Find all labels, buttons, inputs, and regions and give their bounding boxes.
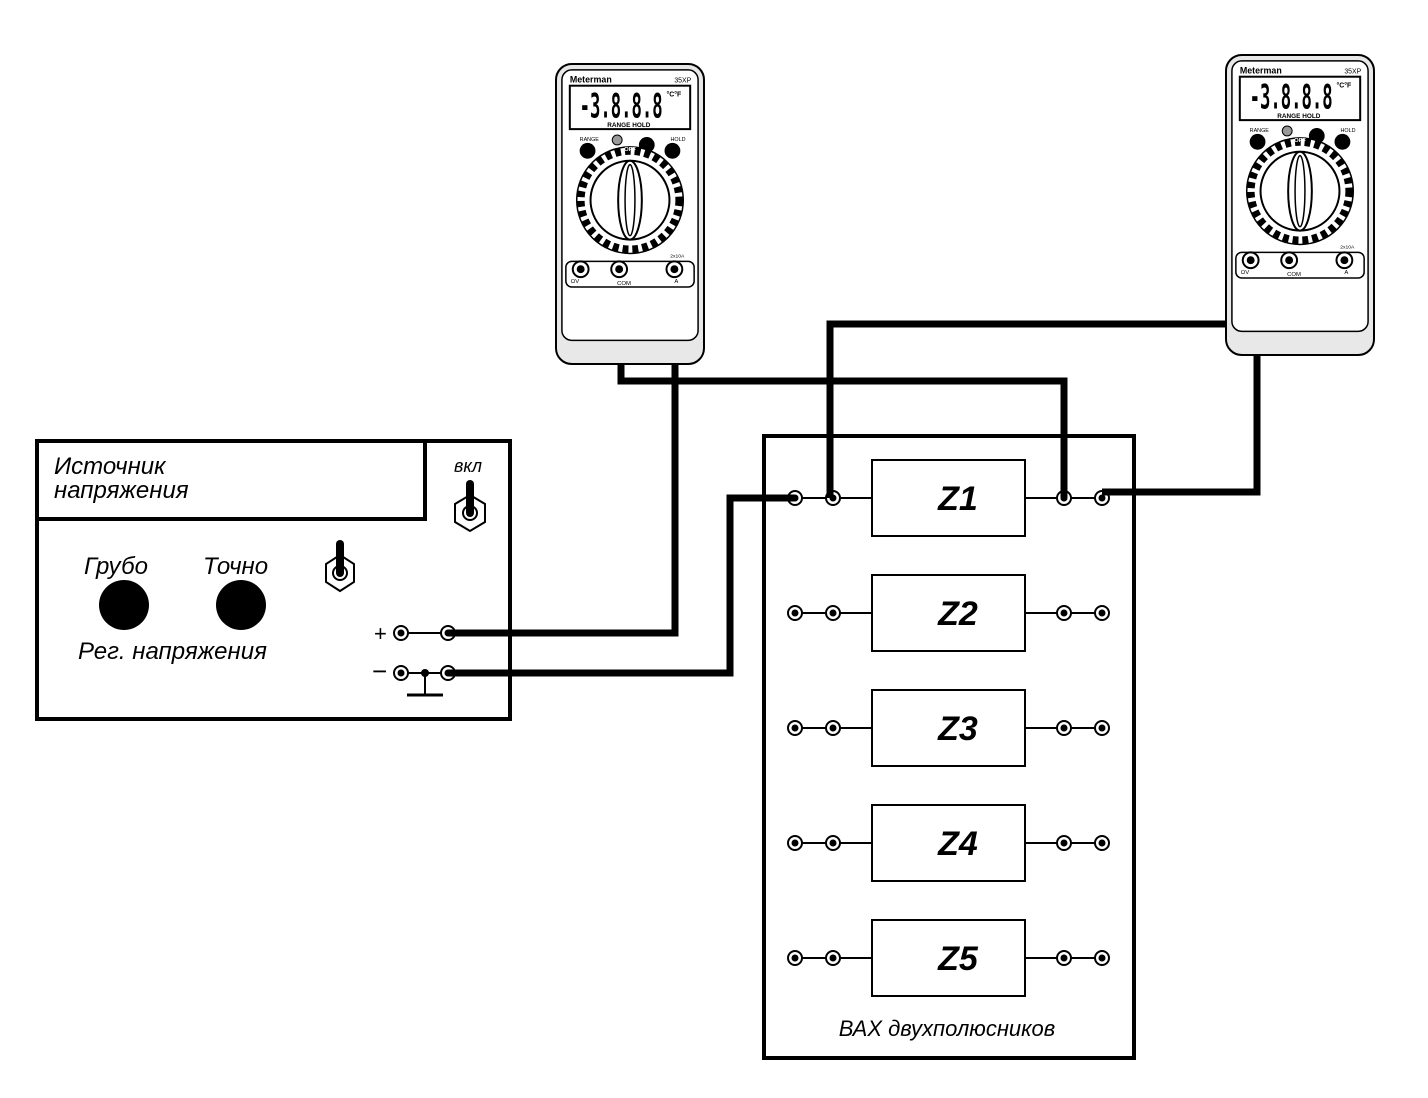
meter-lcd (1238, 75, 1362, 122)
hold-label: HOLD (670, 137, 685, 143)
meter-model: 35XP (1344, 69, 1361, 76)
knob-coarse-label: Грубо (84, 553, 148, 580)
source-title-line2: напряжения (54, 477, 189, 504)
element-box (871, 804, 1026, 882)
terminal-left-outer[interactable] (787, 950, 803, 966)
minus-sign: − (372, 656, 387, 686)
terminal-right-outer[interactable] (1094, 950, 1110, 966)
range-button[interactable] (1249, 133, 1266, 150)
port-com-label: COM (1287, 272, 1301, 278)
port-v-jack[interactable] (1241, 251, 1260, 270)
indicator-lamp (1281, 125, 1293, 137)
element-box (871, 574, 1026, 652)
meter-range-hold: RANGE HOLD (1277, 113, 1320, 120)
meter-range-hold: RANGE HOLD (607, 122, 650, 129)
element-row: Z5 (787, 919, 1110, 997)
terminal-left-inner[interactable] (825, 720, 841, 736)
terminal-right-inner[interactable] (1056, 720, 1072, 736)
dial-off-label: OFF (1294, 138, 1306, 144)
meter-display: -3.8.8.8 (580, 86, 663, 125)
element-box (871, 459, 1026, 537)
ground-icon (407, 673, 443, 697)
element-label: Z4 (937, 825, 978, 863)
meter-footer: 2x10A (670, 253, 685, 259)
element-label: Z1 (937, 480, 978, 518)
board-label: ВАХ двухполюсников (839, 1016, 1056, 1041)
terminal-left-inner[interactable] (825, 605, 841, 621)
port-a-jack[interactable] (665, 260, 684, 279)
terminal-right-inner[interactable] (1056, 605, 1072, 621)
meter-brand: Meterman (1240, 66, 1282, 76)
source-title-box (35, 439, 427, 521)
dial-off-label: OFF (624, 147, 636, 153)
plus-sign: + (374, 621, 387, 646)
range-button[interactable] (579, 142, 596, 159)
power-switch-icon[interactable] (454, 480, 486, 533)
meter-model: 35XP (674, 78, 691, 85)
range-label: RANGE (580, 137, 600, 143)
hold-button[interactable] (1334, 133, 1351, 150)
multimeter-right: Meterman 35XP -3.8.8.8 °C°F RANGE HOLD RANGE H… (1225, 54, 1375, 356)
element-row: Z2 (787, 574, 1110, 652)
port-v-label: ΩV (1241, 270, 1249, 276)
terminal-right-outer[interactable] (1094, 605, 1110, 621)
wire-plus-to-meter1-v (448, 287, 679, 637)
element-box (871, 919, 1026, 997)
port-com-label: COM (617, 281, 631, 287)
port-a-jack[interactable] (1335, 251, 1354, 270)
regulator-label: Рег. напряжения (78, 638, 267, 665)
multimeter-left: Meterman 35XP -3.8.8.8 °C°F RANGE HOLD RANGE H… (555, 63, 705, 365)
element-label: Z3 (937, 710, 978, 748)
knob-fine[interactable] (216, 580, 266, 630)
element-row: Z4 (787, 804, 1110, 882)
meter-display: -3.8.8.8 (1250, 77, 1333, 116)
terminal-right-outer[interactable] (1094, 720, 1110, 736)
meter-display-units: °C°F (1337, 82, 1352, 90)
meter-display-units: °C°F (667, 91, 682, 99)
terminal-left-outer[interactable] (787, 605, 803, 621)
terminal-left-outer[interactable] (787, 835, 803, 851)
port-v-label: ΩV (571, 279, 579, 285)
source-title-line1: Источник (54, 453, 167, 480)
knob-fine-label: Точно (203, 553, 268, 580)
port-a-label: A (674, 279, 678, 285)
terminal-right-inner[interactable] (1056, 835, 1072, 851)
plus-terminal[interactable] (393, 625, 456, 641)
terminal-right-outer[interactable] (1094, 835, 1110, 851)
meter-footer: 2x10A (1340, 244, 1355, 250)
terminal-right-inner[interactable] (1056, 950, 1072, 966)
hold-button[interactable] (664, 142, 681, 159)
element-label: Z2 (937, 595, 978, 633)
power-switch-label: вкл (454, 456, 482, 476)
port-v-jack[interactable] (571, 260, 590, 279)
element-label: Z5 (937, 940, 979, 978)
toggle-switch-icon[interactable] (325, 540, 355, 593)
meter-lcd (568, 84, 692, 131)
range-label: RANGE (1250, 128, 1270, 134)
voltage-source: Источник напряжения вкл Грубо Точно Рег.… (35, 439, 512, 721)
element-row: Z1 (787, 459, 1110, 537)
port-com-jack[interactable] (610, 260, 629, 279)
meter-brand: Meterman (570, 75, 612, 85)
knob-coarse[interactable] (99, 580, 149, 630)
port-a-label: A (1344, 270, 1348, 276)
element-row: Z3 (787, 689, 1110, 767)
port-com-jack[interactable] (1280, 251, 1299, 270)
terminal-left-inner[interactable] (825, 835, 841, 851)
wire-minus-to-z1-left (448, 494, 795, 677)
board-outline (762, 434, 1136, 1060)
hold-label: HOLD (1340, 128, 1355, 134)
element-box (871, 689, 1026, 767)
terminal-left-outer[interactable] (787, 720, 803, 736)
terminal-left-inner[interactable] (825, 950, 841, 966)
indicator-lamp (611, 134, 623, 146)
